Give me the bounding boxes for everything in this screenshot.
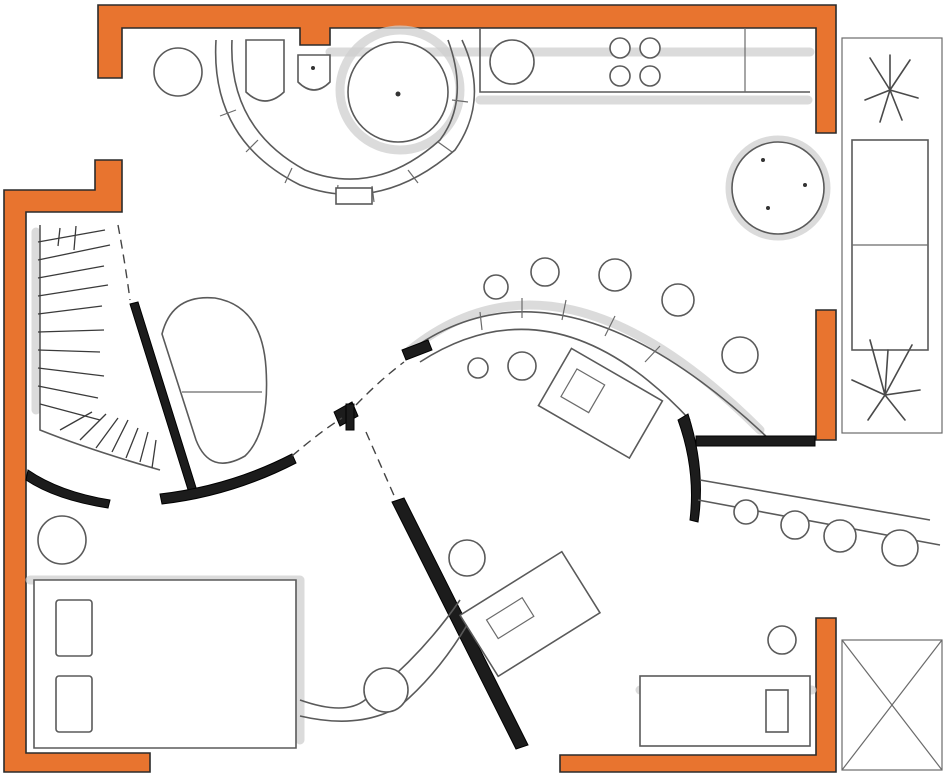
double-bed [33, 579, 297, 749]
closet-rail [39, 225, 161, 471]
dining-area [731, 141, 825, 235]
guest-bed-area [639, 625, 811, 747]
exterior-walls [3, 4, 837, 773]
stools-inner [467, 351, 537, 381]
kitchen-sink [489, 39, 535, 85]
door-swings [117, 224, 405, 501]
wall-right-middle [815, 309, 837, 441]
kitchen-counter [479, 28, 810, 93]
shower-step [335, 187, 373, 205]
washbasin [153, 47, 203, 97]
cooktop [609, 37, 661, 87]
pillow [55, 599, 93, 657]
bedroom [33, 515, 602, 749]
bar-counter-inner [419, 328, 691, 421]
pillow [55, 675, 93, 733]
balcony [841, 37, 943, 771]
desk-chair [363, 667, 409, 713]
walk-in-closet [37, 225, 268, 471]
bar-stools [483, 257, 759, 374]
curved-partition [159, 453, 297, 505]
plant-icon [864, 54, 919, 123]
kitchen-island [537, 347, 664, 460]
pillow [765, 689, 789, 733]
round-table [731, 141, 825, 235]
bathroom [153, 39, 476, 205]
desk-table [458, 550, 602, 678]
bar-counter [401, 257, 771, 523]
wall-top [97, 4, 837, 134]
armchair [161, 296, 268, 464]
wall-right-bottom [559, 617, 837, 773]
partition-walls [25, 301, 816, 750]
side-table [767, 625, 797, 655]
kitchen [479, 28, 810, 93]
wall-left [3, 159, 151, 773]
counter-extension [697, 479, 941, 567]
bedroom-partition [391, 497, 529, 750]
balcony-outline [841, 37, 943, 434]
bar-curved-partition [677, 413, 701, 523]
side-table [37, 515, 87, 565]
balcony-lower-block [841, 639, 943, 771]
bar-counter-outer [407, 311, 771, 441]
plant-icon [851, 339, 921, 421]
bar-partition [401, 339, 433, 361]
toilet [245, 39, 285, 102]
bidet [297, 54, 331, 91]
stool [448, 539, 486, 577]
